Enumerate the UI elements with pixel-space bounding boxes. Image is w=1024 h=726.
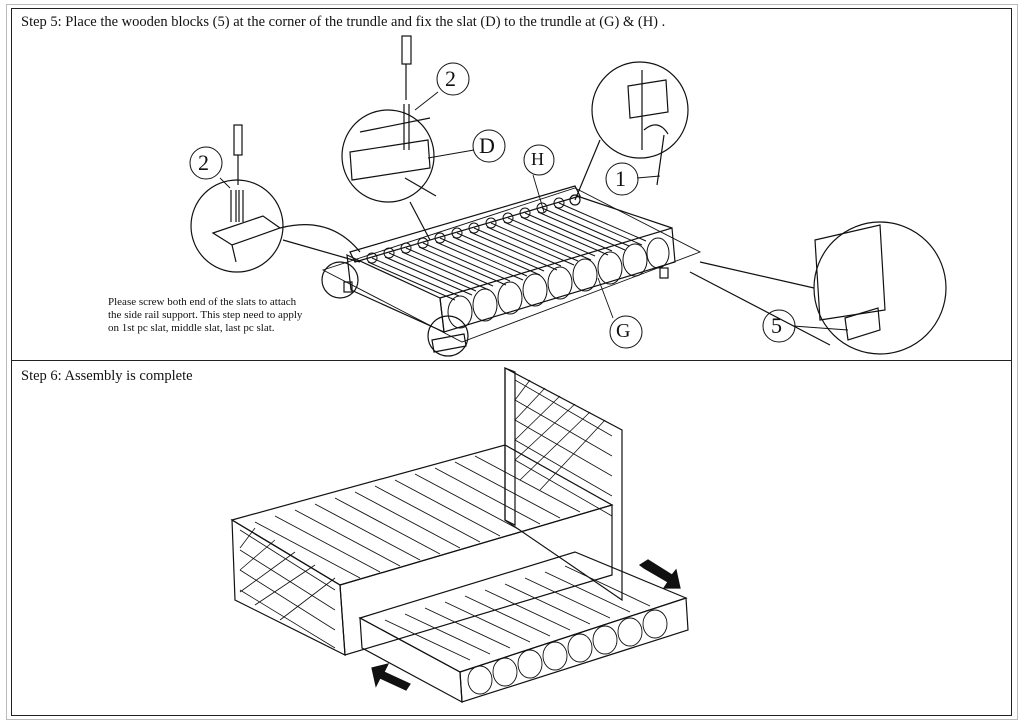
detail-screw-top: [341, 35, 437, 241]
label-block-5: 5: [771, 313, 782, 338]
footboard-tufting: [239, 527, 336, 649]
page-outer-border: [6, 4, 1018, 720]
step6-title: Step 6: Assembly is complete: [21, 368, 193, 384]
detail-corner-left: [321, 261, 359, 299]
detail-screw-left: [190, 124, 361, 273]
label-rail-g: G: [616, 320, 631, 342]
arrow-icon: [371, 559, 681, 691]
detail-bracket: [574, 61, 689, 201]
headboard-tufting: [514, 379, 613, 517]
page-frame: [11, 8, 1012, 716]
assembled-bed: [230, 367, 689, 704]
slat-end-caps: [366, 197, 565, 264]
trundle-frame: [321, 185, 702, 343]
screw-note-line: the side rail support. This step need to…: [108, 309, 303, 321]
part-label-circles: [189, 62, 796, 349]
tufted-front-panel: [447, 237, 670, 329]
label-bracket-1: 1: [615, 166, 626, 191]
step-divider: [11, 360, 1012, 361]
leader-lines: [219, 91, 849, 331]
screw-icon: [403, 104, 410, 150]
detail-bracket-point: [569, 194, 581, 206]
label-slat-d: D: [479, 133, 495, 158]
screw-icon: [230, 190, 244, 222]
step5-title: Step 5: Place the wooden blocks (5) at t…: [21, 14, 666, 30]
bed-slats: [254, 455, 581, 579]
screw-note: Please screw both end of the slats to at…: [108, 296, 328, 335]
detail-rail-corner: [427, 315, 469, 357]
trundle-tufting: [467, 609, 668, 695]
trundle-slats: [367, 202, 647, 301]
trundle-slats-assembled: [384, 565, 651, 661]
label-rail-h: H: [531, 149, 544, 169]
screwdriver-icon: [233, 124, 243, 185]
screwdriver-icon: [401, 35, 412, 100]
label-screw-top: 2: [445, 66, 456, 91]
screw-note-line: on 1st pc slat, middle slat, last pc sla…: [108, 322, 275, 334]
detail-block: [689, 221, 947, 355]
screw-note-line: Please screw both end of the slats to at…: [108, 296, 297, 308]
label-screw-left: 2: [198, 150, 209, 175]
